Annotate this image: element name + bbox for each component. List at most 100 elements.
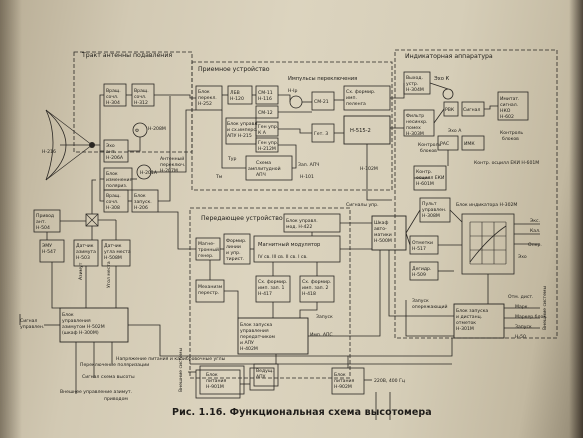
svg-text:Блок: Блок (334, 372, 346, 378)
svg-text:Ген упр.: Ген упр. (258, 140, 278, 146)
mixer-circle-icon (289, 95, 303, 109)
svg-text:АПУ: АПУ (256, 374, 266, 380)
block-vyhod-ustr: Выход.устр.Н-304М (403, 71, 431, 95)
svg-text:генер.: генер. (198, 254, 213, 259)
svg-text:запуск.: запуск. (134, 200, 152, 205)
svg-text:Н-101: Н-101 (300, 174, 314, 180)
svg-text:несинхр.: несинхр. (406, 120, 427, 125)
svg-text:Гет. 3: Гет. 3 (314, 131, 328, 137)
block-vrasch-304: Вращ.сочл.Н-304 (103, 83, 127, 107)
svg-text:устр.: устр. (406, 82, 418, 87)
svg-text:управлен.: управлен. (20, 325, 44, 330)
svg-text:Ведущ.: Ведущ. (256, 368, 274, 374)
receiver-title: Приемное устройство (198, 65, 270, 73)
transmitter-section-frame (189, 207, 351, 379)
label-priemnik-102: Н-102М (360, 166, 378, 172)
svg-text:Привод: Привод (36, 213, 54, 219)
svg-text:Магне-: Магне- (198, 241, 215, 247)
svg-text:отметок: отметок (456, 321, 476, 326)
block-mag-mod: Магнитный модулятор IV св. III св. II св… (253, 235, 341, 263)
antenna-label-n216: Н-216 (42, 149, 56, 155)
svg-text:сочл.: сочл. (134, 95, 146, 100)
svg-text:помех: помех (406, 126, 421, 131)
block-upravl-215: Блок управл.и сх.имперс.АПУ Н-215 (225, 117, 259, 145)
label-otm-dist: Отм. дист. (508, 294, 534, 300)
svg-text:Формир.: Формир. (226, 238, 247, 244)
block-skh-form-417: Сх. формир.имп. зап. 1Н-417 (255, 275, 291, 303)
label-signaly-upr: Сигналы упр. (346, 202, 379, 208)
svg-text:Н-201А: Н-201А (140, 170, 158, 176)
label-azimut: Азимут (78, 262, 84, 280)
label-apch-n101: Зап. АПЧ (298, 162, 319, 168)
label-h-ip: Н-Ip (288, 88, 297, 94)
svg-text:Н-517: Н-517 (412, 246, 426, 252)
block-veduschie-apu: Ведущ.АПУ (249, 363, 279, 391)
label-tmr: Тм (215, 174, 223, 180)
indicator-title: Индикаторная аппаратура (405, 53, 493, 60)
svg-text:Опер.: Опер. (528, 242, 542, 248)
svg-text:Сигнал: Сигнал (463, 107, 480, 113)
svg-text:Н-902М: Н-902М (334, 384, 352, 390)
svg-text:Имитат.: Имитат. (500, 96, 520, 102)
label-signal-sx: Сигнал схема высоты (82, 374, 135, 380)
svg-text:Ген упр.: Ген упр. (258, 124, 278, 130)
svg-text:АПУ Н-215: АПУ Н-215 (227, 133, 252, 139)
label-antenna-attenuator: Антенный (160, 155, 184, 162)
svg-text:Н-303М: Н-303М (406, 131, 424, 137)
svg-text:Блок: Блок (134, 193, 146, 199)
svg-text:Сх. формир.: Сх. формир. (346, 89, 375, 95)
wiring (19, 82, 540, 420)
svg-text:и АПУ: и АПУ (240, 340, 254, 346)
svg-text:К А: К А (258, 130, 267, 136)
block-skh-form-pel: Сх. формир.имп.пеленга (343, 85, 391, 111)
svg-text:Н-206А: Н-206А (106, 155, 124, 161)
svg-text:НКО: НКО (500, 108, 511, 114)
svg-text:Блок: Блок (198, 89, 210, 95)
svg-text:приводом: приводом (104, 397, 128, 402)
cross-gearbox-icon (85, 213, 99, 227)
block-vrasch-312: Вращ.сочл.Н-312 (131, 83, 155, 107)
block-indikatora: Блок индикатора Н-302М (456, 202, 517, 275)
svg-text:тирист.: тирист. (226, 257, 244, 262)
block-priemnik: Н-515-2 (343, 115, 391, 145)
svg-text:Сх. формир.: Сх. формир. (258, 279, 287, 285)
transmitter-title: Передающее устройство (201, 214, 283, 222)
svg-text:СМ-21: СМ-21 (314, 99, 329, 105)
svg-text:Маркер блок.: Маркер блок. (515, 314, 548, 320)
svg-text:и дистанц.: и дистанц. (456, 315, 482, 320)
svg-text:мод. Н-422: мод. Н-422 (286, 224, 312, 230)
label-vneshnie-sistemy: Внешние системы (178, 348, 184, 392)
label-power: 220В, 400 Гц (374, 378, 405, 384)
svg-text:Н-509: Н-509 (412, 272, 426, 278)
label-vneshnee: Внешнее управление азимут. (60, 389, 132, 395)
svg-text:блоков: блоков (420, 148, 437, 154)
svg-text:Н-508М: Н-508М (104, 255, 122, 261)
switch-cluster: РВК Сигнал (442, 88, 485, 117)
svg-text:матики: матики (374, 233, 392, 238)
label-kontrol-blokov: Контроль (500, 130, 523, 136)
block-upravl-422: Блок управл.мод. Н-422 (283, 213, 341, 233)
block-imit (461, 135, 485, 151)
svg-text:угла места: угла места (104, 250, 131, 255)
svg-text:Н-547: Н-547 (42, 249, 56, 255)
svg-text:Н-301М: Н-301М (456, 326, 474, 332)
svg-text:Н-504: Н-504 (36, 225, 50, 231)
svg-text:Магнитный модулятор: Магнитный модулятор (258, 241, 321, 248)
svg-text:и сх.имперс.: и сх.имперс. (227, 128, 257, 133)
svg-text:управлен.: управлен. (422, 208, 446, 213)
svg-text:осцилл ЕКИ: осцилл ЕКИ (416, 175, 444, 181)
svg-text:Н-207М: Н-207М (160, 168, 178, 174)
label-h208: Н-208М (148, 126, 166, 132)
figure-caption: Рис. 1.16. Функциональная схема высотоме… (172, 407, 432, 418)
